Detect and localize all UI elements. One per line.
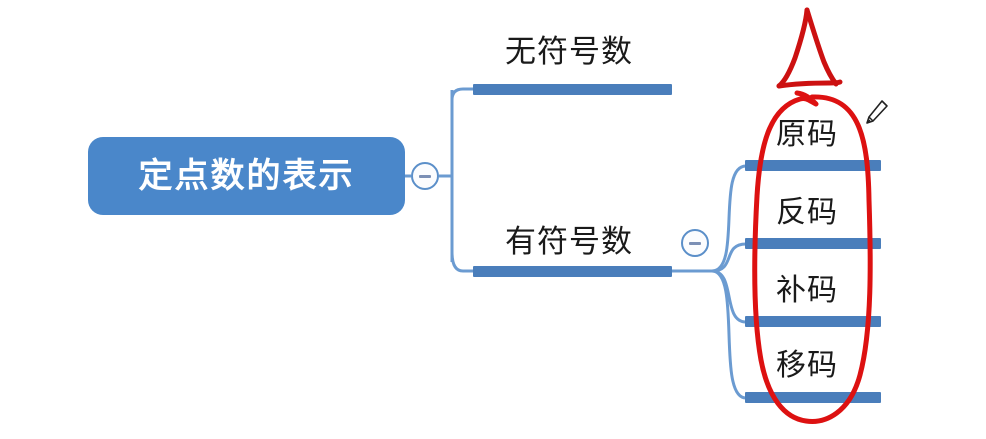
leaf-label-fanma[interactable]: 反码 xyxy=(776,196,838,229)
minus-glyph xyxy=(689,241,701,245)
leaf-bar-buma[interactable] xyxy=(745,316,881,327)
red-triangle-mark xyxy=(776,7,843,89)
branch-label-unsigned[interactable]: 无符号数 xyxy=(505,34,633,69)
leaf-bar-yuanma[interactable] xyxy=(745,160,881,171)
root-node[interactable]: 定点数的表示 xyxy=(88,137,405,215)
minus-circle-icon-signed[interactable] xyxy=(681,229,709,257)
leaf-bar-fanma[interactable] xyxy=(745,238,881,249)
branch-label-signed[interactable]: 有符号数 xyxy=(505,224,633,259)
minus-glyph xyxy=(419,174,431,178)
branch-bar-signed[interactable] xyxy=(473,266,672,277)
leaf-label-buma[interactable]: 补码 xyxy=(776,274,838,307)
leaf-label-yuanma[interactable]: 原码 xyxy=(776,118,838,151)
branch-bar-unsigned[interactable] xyxy=(473,84,672,95)
leaf-label-yima[interactable]: 移码 xyxy=(776,349,838,382)
root-node-label: 定点数的表示 xyxy=(138,157,355,195)
pencil-icon xyxy=(866,100,888,124)
minus-circle-icon-root[interactable] xyxy=(411,162,439,190)
leaf-bar-yima[interactable] xyxy=(745,392,881,403)
